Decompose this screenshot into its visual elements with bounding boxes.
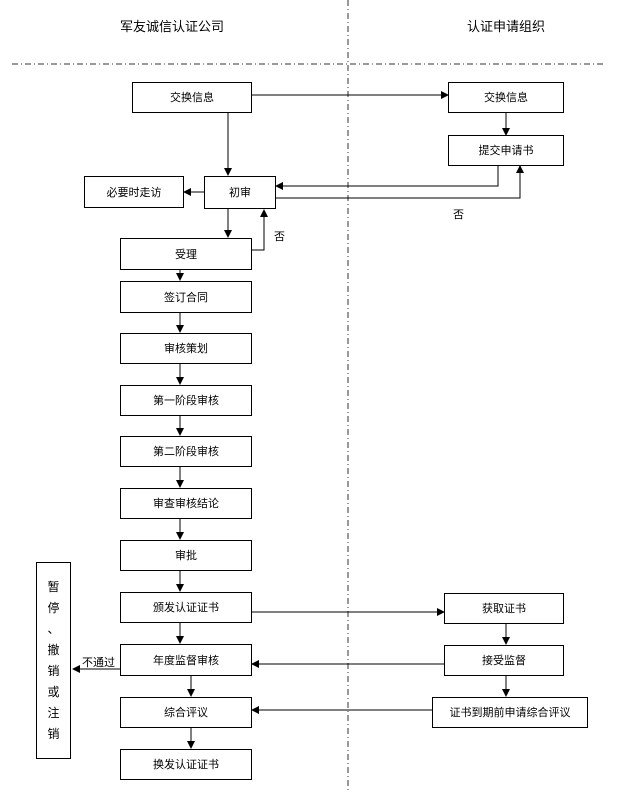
box-exchange-info-right: 交换信息 xyxy=(448,82,564,113)
side-char-5: 销 xyxy=(47,663,60,678)
side-char-7: 注 xyxy=(47,705,60,720)
label-fail: 不通过 xyxy=(82,656,115,669)
box-audit-planning: 审核策划 xyxy=(120,333,252,364)
side-char-6: 或 xyxy=(47,684,60,699)
box-suspend-revoke-cancel: 暂 停 、 撤 销 或 注 销 xyxy=(36,562,71,759)
box-annual-surveillance: 年度监督审核 xyxy=(120,644,252,676)
box-sign-contract: 签订合同 xyxy=(120,281,252,313)
arrow-submit-to-review xyxy=(275,166,499,190)
box-obtain-certificate: 获取证书 xyxy=(444,593,564,624)
box-preliminary-review: 初审 xyxy=(204,176,276,209)
box-acceptance: 受理 xyxy=(120,238,252,270)
box-reissue-certificate: 换发认证证书 xyxy=(120,749,252,780)
left-column-header: 军友诚信认证公司 xyxy=(120,20,225,35)
right-column-header: 认证申请组织 xyxy=(467,20,546,35)
arrow-review-to-submit-no xyxy=(252,165,524,199)
box-accept-supervision: 接受监督 xyxy=(444,645,564,676)
box-exchange-info-left: 交换信息 xyxy=(132,82,252,113)
box-issue-certificate: 颁发认证证书 xyxy=(120,592,252,623)
box-approval: 审批 xyxy=(120,540,252,571)
box-stage1-audit: 第一阶段审核 xyxy=(120,385,252,416)
side-char-1: 暂 xyxy=(47,579,60,594)
box-submit-application: 提交申请书 xyxy=(448,135,564,166)
box-stage2-audit: 第二阶段审核 xyxy=(120,436,252,467)
side-char-2: 停 xyxy=(47,600,60,615)
box-visit-if-needed: 必要时走访 xyxy=(84,176,184,208)
label-no-left: 否 xyxy=(274,230,285,243)
box-comprehensive-review: 综合评议 xyxy=(120,697,252,728)
box-review-conclusion: 审查审核结论 xyxy=(120,488,252,519)
side-char-4: 撤 xyxy=(47,642,60,657)
box-apply-review-on-expiry: 证书到期前申请综合评议 xyxy=(432,697,588,728)
side-char-3: 、 xyxy=(47,621,60,636)
arrow-acceptance-to-review-no xyxy=(252,209,268,251)
label-no-right: 否 xyxy=(453,208,464,221)
side-char-8: 销 xyxy=(47,726,60,741)
